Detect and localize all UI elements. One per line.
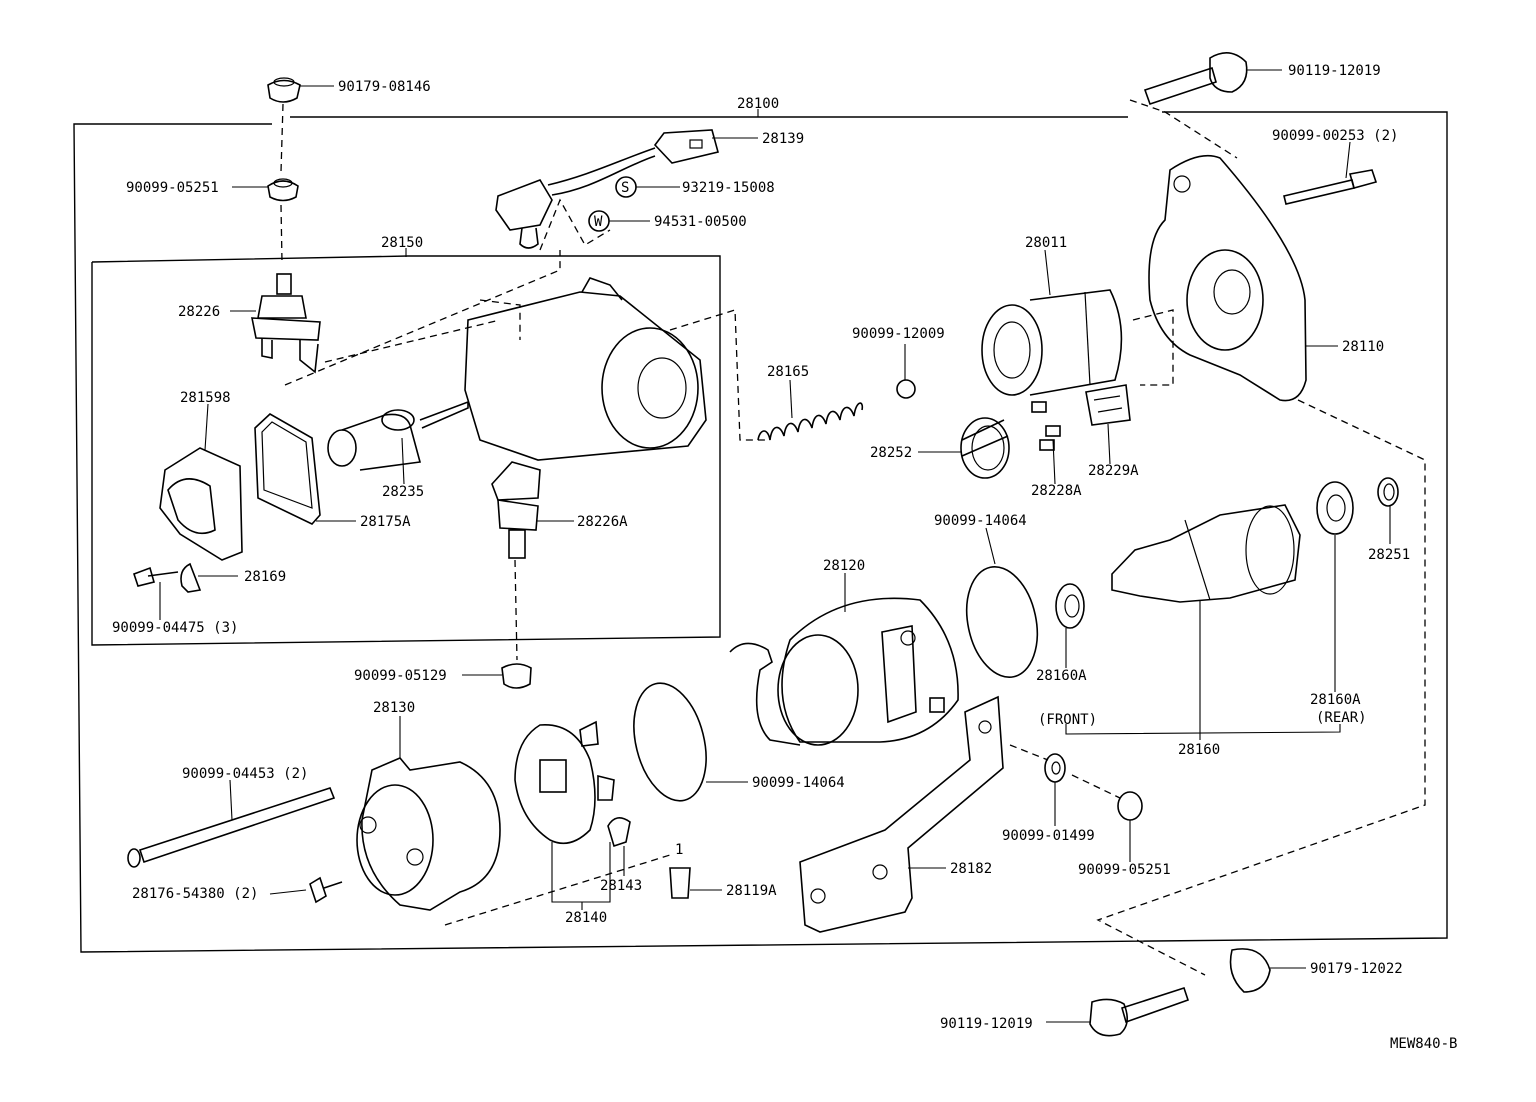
spring-28143 xyxy=(607,817,631,848)
label-28169: 28169 xyxy=(244,569,286,585)
label-90099-14064-top: 90099-14064 xyxy=(934,513,1027,529)
o-ring-90099-14064-top xyxy=(965,565,1039,679)
end-frame-28130 xyxy=(356,757,501,911)
label-94531-00500: 94531-00500 xyxy=(654,214,747,230)
bearing-28160A-rear xyxy=(1316,481,1354,535)
cap-28119A xyxy=(669,867,691,899)
label-90099-04453: 90099-04453 (2) xyxy=(182,766,308,782)
label-90099-01499: 90099-01499 xyxy=(1002,828,1095,844)
through-bolt-90099-04453 xyxy=(127,787,336,868)
subassembly-frame-28150 xyxy=(91,248,721,646)
clip-28169 xyxy=(180,562,202,593)
terminal-bolt-28226 xyxy=(251,273,321,374)
label-90099-04475: 90099-04475 (3) xyxy=(112,620,238,636)
label-28160A-front: 28160A xyxy=(1036,668,1087,684)
leader-lines xyxy=(159,69,1391,1023)
washer-90099-05129 xyxy=(501,663,532,689)
bolt-90119-12019-bot xyxy=(1089,986,1190,1037)
pinion-28011 xyxy=(981,289,1123,396)
label-28139: 28139 xyxy=(762,131,804,147)
nut-90179-08146 xyxy=(267,77,301,103)
rollers-28228A xyxy=(1031,401,1061,451)
label-28110: 28110 xyxy=(1342,339,1384,355)
bearing-28160A-front xyxy=(1055,583,1085,629)
label-90119-12019-top: 90119-12019 xyxy=(1288,63,1381,79)
label-28226A: 28226A xyxy=(577,514,628,530)
label-93219-15008: 93219-15008 xyxy=(682,180,775,196)
gear-28252 xyxy=(960,417,1010,479)
label-28182: 28182 xyxy=(950,861,992,877)
dashed-alignment-lines xyxy=(280,99,1426,976)
label-28150: 28150 xyxy=(381,235,423,251)
label-90099-05251-top: 90099-05251 xyxy=(126,180,219,196)
label-28175A: 28175A xyxy=(360,514,411,530)
label-90099-14064-bot: 90099-14064 xyxy=(752,775,845,791)
plunger-28235 xyxy=(327,400,469,471)
brush-holder-28140 xyxy=(514,720,615,845)
diagram-code: MEW840-B xyxy=(1390,1036,1457,1052)
label-28226: 28226 xyxy=(178,304,220,320)
label-90179-08146: 90179-08146 xyxy=(338,79,431,95)
label-28130: 28130 xyxy=(373,700,415,716)
washer-28251 xyxy=(1377,477,1399,507)
part-labels: 28100 28150 90179-08146 90099-05251 2813… xyxy=(112,63,1457,1052)
label-28143: 28143 xyxy=(600,878,642,894)
label-mark-1: 1 xyxy=(675,842,683,858)
collar-90179-12022 xyxy=(1229,948,1271,993)
housing-28110 xyxy=(1148,154,1307,402)
bracket-28182 xyxy=(799,695,1004,933)
label-28160: 28160 xyxy=(1178,742,1220,758)
o-ring-90099-14064-bot xyxy=(633,682,707,802)
screw-90099-04475 xyxy=(132,566,179,587)
armature-28160 xyxy=(1111,504,1301,603)
cover-281598 xyxy=(159,447,243,561)
yoke-28120 xyxy=(729,597,959,746)
terminal-28226A xyxy=(491,461,541,559)
label-28229A: 28229A xyxy=(1088,463,1139,479)
label-s-symbol: S xyxy=(621,180,629,196)
label-28160A-rear: 28160A xyxy=(1310,692,1361,708)
washer-90099-01499 xyxy=(1044,753,1066,783)
label-90099-00253: 90099-00253 (2) xyxy=(1272,128,1398,144)
screw-28176-54380 xyxy=(309,876,343,904)
bolt-90119-12019-top xyxy=(1143,52,1248,106)
nut-90099-05251-bot xyxy=(1117,791,1143,821)
label-28235: 28235 xyxy=(382,484,424,500)
label-28011: 28011 xyxy=(1025,235,1067,251)
label-w-symbol: W xyxy=(594,214,603,230)
label-28176-54380: 28176-54380 (2) xyxy=(132,886,258,902)
lead-wire-28139 xyxy=(495,129,719,249)
gasket-28175A xyxy=(254,413,321,525)
label-28140: 28140 xyxy=(565,910,607,926)
label-90099-12009: 90099-12009 xyxy=(852,326,945,342)
label-28252: 28252 xyxy=(870,445,912,461)
label-90099-05251-bot: 90099-05251 xyxy=(1078,862,1171,878)
label-28251: 28251 xyxy=(1368,547,1410,563)
label-90119-12019-bot: 90119-12019 xyxy=(940,1016,1033,1032)
retainer-28229A xyxy=(1085,384,1131,426)
nut-90099-05251-top xyxy=(267,178,299,202)
label-281598: 281598 xyxy=(180,390,231,406)
label-rear: (REAR) xyxy=(1316,710,1367,726)
solenoid-housing xyxy=(464,277,707,461)
label-28120: 28120 xyxy=(823,558,865,574)
assembly-frame-28100 xyxy=(73,109,1448,953)
label-front: (FRONT) xyxy=(1038,712,1097,728)
spring-28165 xyxy=(757,402,864,441)
bolt-90099-00253 xyxy=(1283,169,1378,205)
label-90099-05129: 90099-05129 xyxy=(354,668,447,684)
label-28119A: 28119A xyxy=(726,883,777,899)
label-28100: 28100 xyxy=(737,96,779,112)
label-90179-12022: 90179-12022 xyxy=(1310,961,1403,977)
steel-ball-90099-12009 xyxy=(896,379,916,399)
label-28228A: 28228A xyxy=(1031,483,1082,499)
label-28165: 28165 xyxy=(767,364,809,380)
